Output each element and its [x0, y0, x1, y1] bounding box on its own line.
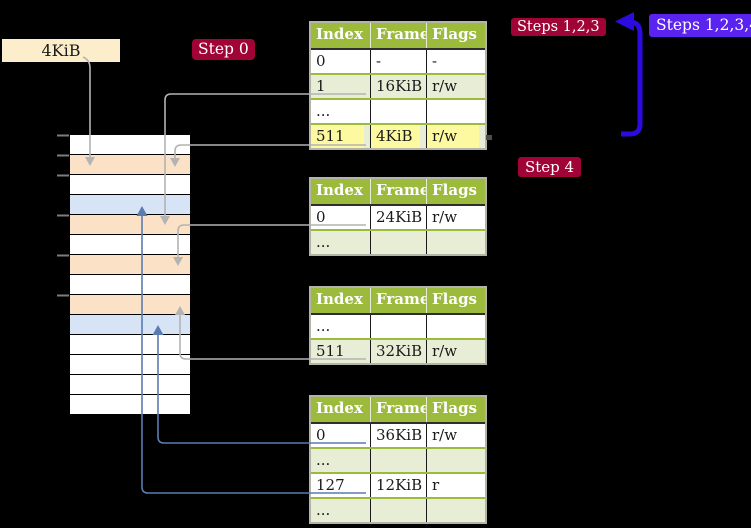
cell-frame: 4KiB [371, 125, 427, 148]
cell-index: ... [311, 449, 371, 472]
memory-frame-row [70, 255, 190, 274]
cell-frame [371, 499, 427, 522]
memory-frame-row [70, 375, 190, 394]
cell-flags [427, 499, 485, 522]
column-header: Frame [371, 288, 427, 313]
table-row: ... [311, 497, 485, 522]
cell-frame: 24KiB [371, 206, 427, 229]
cell-frame [371, 449, 427, 472]
cell-frame: 32KiB [371, 340, 427, 363]
step4-badge: Step 4 [518, 157, 582, 177]
table-row: 0-- [311, 48, 485, 73]
cell-frame: - [371, 50, 427, 73]
physical-memory-column [70, 135, 190, 415]
cell-frame [371, 231, 427, 254]
memory-frame-row [70, 195, 190, 214]
cell-flags [427, 315, 485, 338]
cell-index: 0 [311, 206, 371, 229]
memory-frame-row [70, 135, 190, 154]
cell-index: ... [311, 231, 371, 254]
column-header: Flags [432, 399, 477, 417]
memory-frame-row [70, 175, 190, 194]
steps1234-badge: Steps 1,2,3,4 [649, 14, 751, 37]
memory-frame-row [70, 335, 190, 354]
memory-frame-row [70, 355, 190, 374]
cell-flags [427, 449, 485, 472]
cell-index: 127 [311, 474, 371, 497]
cell-flags: r/w [432, 208, 458, 226]
cell-flags [427, 231, 485, 254]
column-header: Flags [432, 181, 477, 199]
cell-frame [371, 100, 427, 123]
cell-index: ... [311, 100, 371, 123]
cell-index: ... [311, 315, 371, 338]
column-header: Flags [432, 290, 477, 308]
cell-frame: 36KiB [371, 424, 427, 447]
memory-frame-row [70, 295, 190, 314]
cell-frame: 12KiB [371, 474, 427, 497]
cell-flags: - [432, 52, 438, 70]
cell-index: 511 [311, 340, 371, 363]
cell-flags: r/w [427, 125, 485, 148]
column-header: Frame [371, 179, 427, 204]
column-header: Index [311, 397, 371, 422]
memory-frame-row [70, 155, 190, 174]
cell-index: 511 [311, 125, 371, 148]
memory-frame-row [70, 315, 190, 334]
column-header: Index [311, 288, 371, 313]
memory-frame-row [70, 215, 190, 234]
column-header: Flags [432, 25, 477, 43]
cell-frame [371, 315, 427, 338]
column-header: Index [311, 23, 371, 48]
cell-flags: r [432, 476, 440, 494]
steps123-badge: Steps 1,2,3 [511, 18, 606, 36]
step0-badge: Step 0 [192, 39, 255, 60]
cell-flags: r/w [432, 426, 458, 444]
cell-index: 0 [311, 424, 371, 447]
memory-frame-row [70, 275, 190, 294]
column-header: Frame [371, 397, 427, 422]
memory-frame-row [70, 395, 190, 414]
table-row: ... [311, 229, 485, 254]
column-header: Frame [371, 23, 427, 48]
column-header: Index [311, 179, 371, 204]
tick-marks [57, 134, 69, 297]
cell-frame: 16KiB [371, 75, 427, 98]
table-row: ... [311, 98, 485, 123]
memory-frame-row [70, 235, 190, 254]
table-row: ... [311, 313, 485, 338]
cell-flags: r/w [432, 342, 458, 360]
table-row: ... [311, 447, 485, 472]
cell-flags [427, 100, 485, 123]
page-size-label: 4KiB [2, 39, 120, 62]
cell-flags: r/w [432, 77, 458, 95]
cell-index: 0 [311, 50, 371, 73]
big-blue-arrow [615, 12, 643, 137]
cell-index: ... [311, 499, 371, 522]
cell-index: 1 [311, 75, 371, 98]
